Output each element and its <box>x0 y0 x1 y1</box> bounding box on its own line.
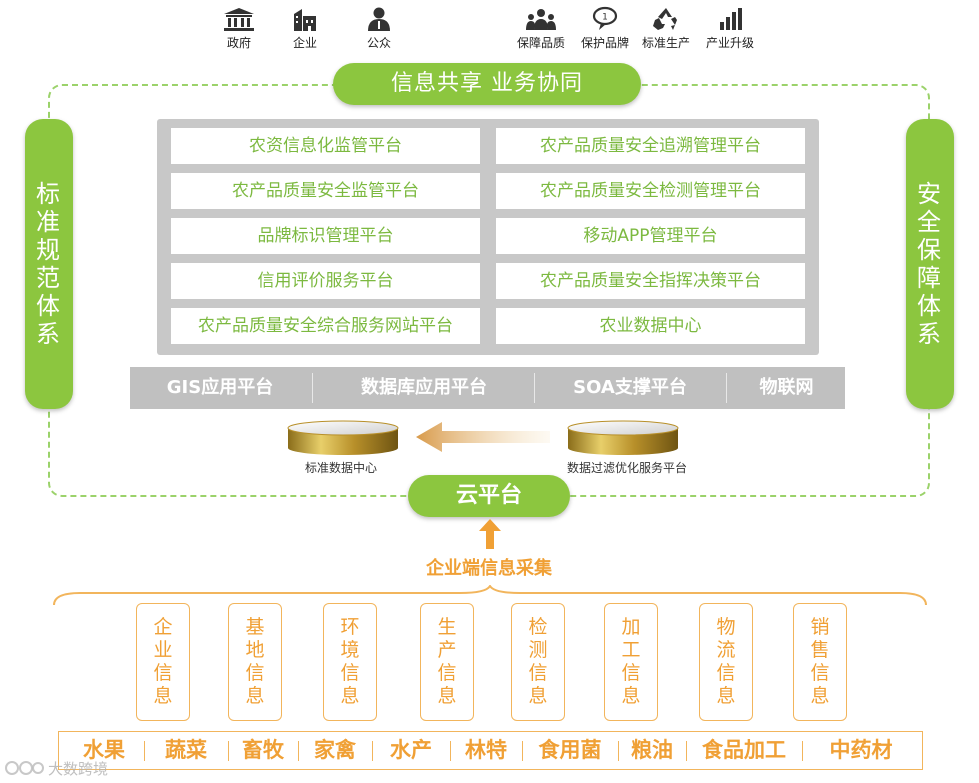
standard-database-label: 标准数据中心 <box>304 461 377 475</box>
collection-item-enterprise: 企业信息 <box>136 603 190 721</box>
collection-item-label: 环境信息 <box>340 616 360 707</box>
platform-cell: 农产品质量安全综合服务网站平台 <box>171 308 480 344</box>
enterprise-building-icon <box>294 9 316 31</box>
cloud-platform-pill: 云平台 <box>408 475 570 517</box>
product-item: 家禽 <box>314 738 356 762</box>
product-divider <box>228 741 229 761</box>
stakeholder-label: 企业 <box>292 36 317 50</box>
product-divider <box>372 741 373 761</box>
stakeholder-label: 保障品质 <box>516 36 565 50</box>
tech-item-gis: GIS应用平台 <box>166 377 274 398</box>
tech-divider <box>534 373 535 403</box>
stakeholder-brand: 1 保护品牌 <box>570 6 640 51</box>
platform-cell: 农产品质量安全追溯管理平台 <box>496 128 805 164</box>
security-system-pillar: 安全保障体系 <box>906 119 954 409</box>
platform-cell: 移动APP管理平台 <box>496 218 805 254</box>
collection-item-logistics: 物流信息 <box>699 603 753 721</box>
public-person-icon <box>368 7 390 31</box>
collection-item-label: 加工信息 <box>621 616 641 707</box>
standard-database-icon <box>287 420 399 455</box>
collection-brace <box>53 585 927 606</box>
product-item: 水产 <box>390 738 432 762</box>
collection-item-label: 生产信息 <box>437 616 457 707</box>
bar-chart-icon <box>720 8 742 30</box>
product-item: 蔬菜 <box>165 738 207 762</box>
product-divider <box>450 741 451 761</box>
product-item: 水果 <box>83 738 125 762</box>
standard-system-pillar: 标准规范体系 <box>25 119 73 409</box>
security-system-label: 安全保障体系 <box>917 180 943 348</box>
watermark-text: 大数跨境 <box>48 760 109 778</box>
product-item: 畜牧 <box>242 738 284 762</box>
stakeholder-label: 标准生产 <box>641 36 690 50</box>
product-divider <box>144 741 145 761</box>
product-divider <box>802 741 803 761</box>
collection-item-label: 检测信息 <box>528 616 548 707</box>
stakeholder-label: 公众 <box>366 36 391 50</box>
tech-item-iot: 物联网 <box>759 377 814 398</box>
stakeholder-label: 产业升级 <box>705 36 754 50</box>
tech-divider <box>726 373 727 403</box>
product-divider <box>686 741 687 761</box>
watermark-logo-icon <box>5 761 44 775</box>
product-strip: 水果 蔬菜 畜牧 家禽 水产 林特 食用菌 粮油 食品加工 中药材 <box>58 731 923 770</box>
collection-item-label: 企业信息 <box>153 616 173 707</box>
stakeholder-label: 保护品牌 <box>580 36 629 50</box>
collection-item-label: 基地信息 <box>245 616 265 707</box>
product-item: 食用菌 <box>538 738 602 762</box>
stakeholder-upgrade: 产业升级 <box>695 6 765 51</box>
platform-cell: 农资信息化监管平台 <box>171 128 480 164</box>
quality-group-icon <box>526 9 556 30</box>
collection-item-processing: 加工信息 <box>604 603 658 721</box>
collection-item-label: 物流信息 <box>716 616 736 707</box>
filter-database-icon <box>567 420 679 455</box>
platform-cell: 农产品质量安全监管平台 <box>171 173 480 209</box>
up-arrow-icon <box>479 519 501 549</box>
collection-item-base: 基地信息 <box>228 603 282 721</box>
recycle-icon <box>653 8 677 30</box>
stakeholder-standard: 标准生产 <box>631 6 701 51</box>
watermark: 大数跨境 <box>4 756 134 780</box>
svg-text:1: 1 <box>602 13 608 23</box>
tech-item-soa: SOA支撑平台 <box>573 377 687 398</box>
filter-database-label: 数据过滤优化服务平台 <box>566 461 687 475</box>
collection-title: 企业端信息采集 <box>426 558 552 579</box>
product-item: 食品加工 <box>702 738 786 762</box>
info-sharing-banner: 信息共享 业务协同 <box>333 63 641 105</box>
tech-support-bar: GIS应用平台 数据库应用平台 SOA支撑平台 物联网 <box>130 367 845 409</box>
platform-cell: 农产品质量安全指挥决策平台 <box>496 263 805 299</box>
product-divider <box>522 741 523 761</box>
platform-cell: 品牌标识管理平台 <box>171 218 480 254</box>
tech-divider <box>312 373 313 403</box>
stakeholder-quality: 保障品质 <box>506 6 576 51</box>
database-flow-graphic <box>287 420 679 455</box>
collection-item-label: 销售信息 <box>810 616 830 707</box>
platform-cell: 信用评价服务平台 <box>171 263 480 299</box>
stakeholder-public: 公众 <box>344 6 414 51</box>
tech-item-database: 数据库应用平台 <box>361 377 487 398</box>
collection-item-production: 生产信息 <box>420 603 474 721</box>
collection-item-sales: 销售信息 <box>793 603 847 721</box>
product-divider <box>298 741 299 761</box>
collection-item-testing: 检测信息 <box>511 603 565 721</box>
product-item: 林特 <box>465 738 507 762</box>
stakeholder-label: 政府 <box>226 36 251 50</box>
product-divider <box>618 741 619 761</box>
stakeholder-enterprise: 企业 <box>270 6 340 51</box>
platform-cell: 农产品质量安全检测管理平台 <box>496 173 805 209</box>
product-item: 中药材 <box>829 738 893 762</box>
platform-cell: 农业数据中心 <box>496 308 805 344</box>
standard-system-label: 标准规范体系 <box>36 180 62 348</box>
product-item: 粮油 <box>631 738 673 762</box>
government-building-icon <box>224 8 254 31</box>
stakeholder-government: 政府 <box>204 6 274 51</box>
brand-speech-icon: 1 <box>592 6 618 30</box>
flow-arrow-icon <box>416 422 550 452</box>
platform-grid: 农资信息化监管平台 农产品质量安全追溯管理平台 农产品质量安全监管平台 农产品质… <box>157 119 819 355</box>
collection-item-environment: 环境信息 <box>323 603 377 721</box>
